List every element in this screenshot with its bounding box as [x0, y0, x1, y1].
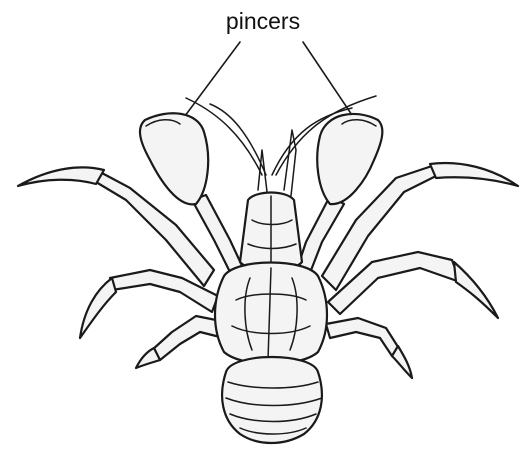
head [240, 193, 302, 272]
pincers-label: pincers [226, 8, 300, 34]
carapace [215, 263, 327, 365]
abdomen [222, 357, 322, 443]
